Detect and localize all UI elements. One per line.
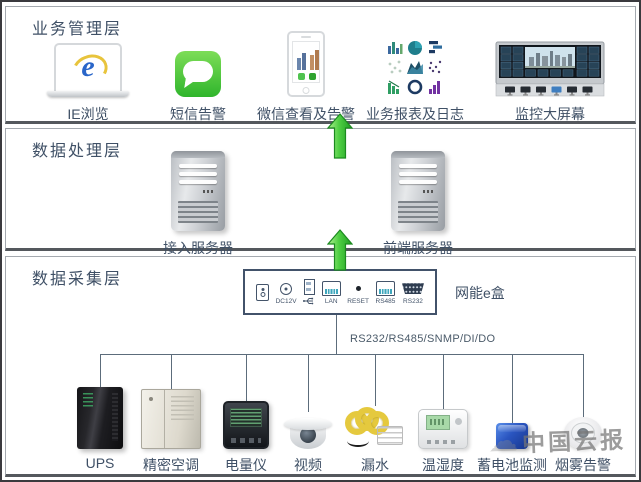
node-reports-logs: 业务报表及日志 xyxy=(345,25,485,124)
ups-cabinet-icon xyxy=(77,387,123,449)
node-wechat-alert: 微信查看及告警 xyxy=(236,25,376,124)
server-tower-icon xyxy=(391,151,445,231)
bus-protocol-label: RS232/RS485/SNMP/DI/DO xyxy=(350,333,496,345)
device-precision-ac: 精密空调 xyxy=(116,375,226,475)
report-charts-grid-icon xyxy=(388,41,442,95)
layer-data-collection: 数据采集层 DC12V LAN RESET xyxy=(5,256,636,477)
bus-line xyxy=(100,354,584,355)
gateway-stem-line xyxy=(336,315,337,354)
drop-line xyxy=(375,354,376,406)
precision-air-conditioner-icon xyxy=(141,389,201,449)
node-frontend-server: 前端服务器 xyxy=(348,143,488,258)
port-reset: RESET xyxy=(347,281,369,306)
device-temp-humidity: 温湿度 xyxy=(388,375,498,475)
rj45-port-icon xyxy=(375,281,395,297)
port-rs232: RS232 xyxy=(401,281,424,306)
battery-monitor-icon xyxy=(496,423,528,449)
wechat-phone-icon xyxy=(287,31,325,97)
server-tower-icon xyxy=(171,151,225,231)
power-meter-icon xyxy=(223,401,269,449)
port-lan: LAN xyxy=(321,281,341,306)
layer-title: 业务管理层 xyxy=(32,21,123,38)
drop-line xyxy=(583,354,584,418)
port-usb xyxy=(303,278,315,308)
gateway-ebox: DC12V LAN RESET RS485 RS xyxy=(243,269,437,315)
drop-line xyxy=(171,354,172,394)
node-access-server: 接入服务器 xyxy=(128,143,268,258)
db9-port-icon xyxy=(401,283,424,295)
power-switch-icon xyxy=(256,283,269,301)
port-power-switch xyxy=(256,283,269,302)
rj45-port-icon xyxy=(321,281,341,297)
node-label: 前端服务器 xyxy=(383,240,453,256)
node-label: 接入服务器 xyxy=(163,240,233,256)
dome-camera-icon xyxy=(284,418,332,449)
usb-icon xyxy=(303,297,315,308)
gateway-label: 网能e盒 xyxy=(455,285,505,301)
temperature-humidity-sensor-icon xyxy=(418,409,468,449)
node-label: 微信查看及告警 xyxy=(257,106,355,122)
drop-line xyxy=(100,354,101,390)
node-label: 业务报表及日志 xyxy=(366,106,464,122)
node-label: 短信告警 xyxy=(170,106,226,122)
drop-line xyxy=(443,354,444,410)
ie-browser-laptop-icon: e xyxy=(47,43,129,97)
layer-business-management: 业务管理层 e IE浏览 短信告警 xyxy=(5,6,636,124)
device-battery-monitor: 蓄电池监测 xyxy=(457,375,567,475)
node-ie-browser: e IE浏览 xyxy=(18,25,158,124)
reset-hole-icon xyxy=(355,286,361,292)
smoke-detector-icon xyxy=(564,417,602,449)
port-dc12v: DC12V xyxy=(276,281,297,306)
video-wall-icon xyxy=(495,41,605,97)
port-rs485: RS485 xyxy=(375,281,395,306)
layer-data-processing: 数据处理层 接入服务器 前端服务器 xyxy=(5,128,636,256)
device-camera: 视频 xyxy=(253,375,363,475)
sms-message-icon xyxy=(175,51,221,97)
drop-line xyxy=(308,354,309,412)
usb-port-icon xyxy=(303,278,315,295)
layer-title: 数据采集层 xyxy=(32,271,123,288)
device-smoke-alarm: 烟雾告警 xyxy=(528,375,638,475)
up-arrow-icon xyxy=(327,229,353,271)
water-leak-cable-icon xyxy=(345,403,405,449)
device-power-meter: 电量仪 xyxy=(191,375,301,475)
node-sms-alert: 短信告警 xyxy=(128,25,268,124)
drop-line xyxy=(512,354,513,424)
dc-jack-icon xyxy=(280,282,293,295)
node-label: IE浏览 xyxy=(67,106,109,122)
node-label: 监控大屏幕 xyxy=(515,106,585,122)
drop-line xyxy=(246,354,247,408)
device-ups: UPS xyxy=(45,375,155,471)
layer-title: 数据处理层 xyxy=(32,143,123,160)
device-water-leak: 漏水 xyxy=(320,375,430,475)
node-monitor-wall: 监控大屏幕 xyxy=(480,25,620,124)
up-arrow-icon xyxy=(327,113,353,159)
